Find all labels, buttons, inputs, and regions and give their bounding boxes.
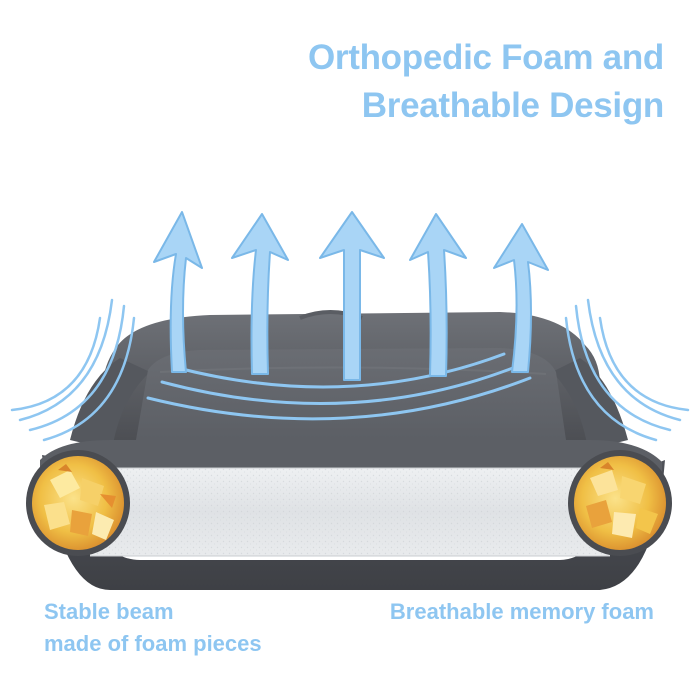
caption-right-line-1: Breathable memory foam: [389, 599, 654, 624]
headline-line-1: Orthopedic Foam and: [308, 38, 664, 77]
foam-cross-section: [90, 467, 610, 557]
up-arrow-icon: [409, 213, 467, 377]
foam-pieces-icon: [26, 450, 130, 556]
caption-stable-beam: Stable beam made of foam pieces: [44, 596, 262, 660]
airflow-wave-icon: [146, 352, 532, 421]
up-arrow-icon: [319, 211, 385, 381]
caption-left-line-1: Stable beam: [44, 599, 174, 624]
up-arrow-icon: [493, 223, 549, 373]
headline-line-2: Breathable Design: [361, 86, 665, 125]
airflow-wave-icon: [10, 298, 136, 442]
up-arrow-icon: [153, 211, 203, 373]
bed-base: [42, 455, 665, 590]
foam-pieces-icon: [568, 450, 672, 556]
up-arrow-icon: [231, 213, 289, 375]
airflow-wave-icon: [564, 298, 690, 442]
headline: Orthopedic Foam and Breathable Design: [308, 34, 664, 130]
caption-left-line-2: made of foam pieces: [44, 631, 262, 656]
caption-memory-foam: Breathable memory foam: [390, 596, 654, 628]
